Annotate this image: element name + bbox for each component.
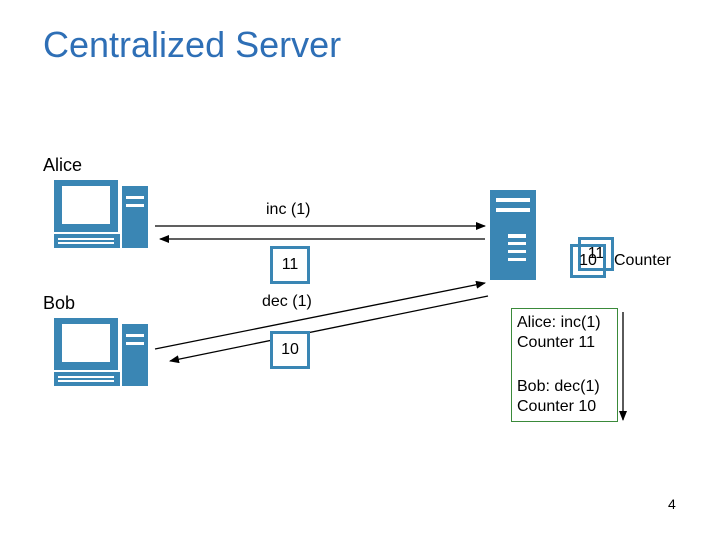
log-entry-bob-op: Bob: dec(1)	[517, 378, 600, 395]
slide-title: Centralized Server	[43, 24, 342, 65]
alice-request-label: inc (1)	[266, 201, 311, 218]
log-entry-bob-result: Counter 10	[517, 398, 597, 415]
bob-computer-icon	[54, 318, 148, 386]
bob-request-arrow	[154, 280, 486, 350]
bob-request-label: dec (1)	[262, 293, 312, 310]
bob-label: Bob	[43, 293, 76, 313]
bob-reply-arrow	[169, 295, 489, 364]
alice-label: Alice	[43, 155, 83, 175]
alice-computer-icon	[54, 180, 148, 248]
counter-value-new: 11	[587, 245, 605, 262]
alice-reply-box: 11	[270, 246, 310, 284]
server-icon	[490, 190, 536, 280]
counter-box-back: 11	[578, 237, 614, 271]
log-entry-alice-op: Alice: inc(1)	[517, 314, 601, 331]
counter-value-old: 10	[579, 252, 597, 269]
alice-reply-value: 11	[281, 256, 299, 273]
log-entry-alice-result: Counter 11	[517, 334, 595, 351]
bob-reply-value: 10	[281, 341, 299, 358]
page-number: 4	[668, 496, 676, 512]
counter-box-front: 10	[570, 244, 606, 278]
server-log: Alice: inc(1) Counter 11 Bob: dec(1) Cou…	[511, 308, 618, 422]
bob-reply-box: 10	[270, 331, 310, 369]
counter-label: Counter	[614, 252, 671, 269]
